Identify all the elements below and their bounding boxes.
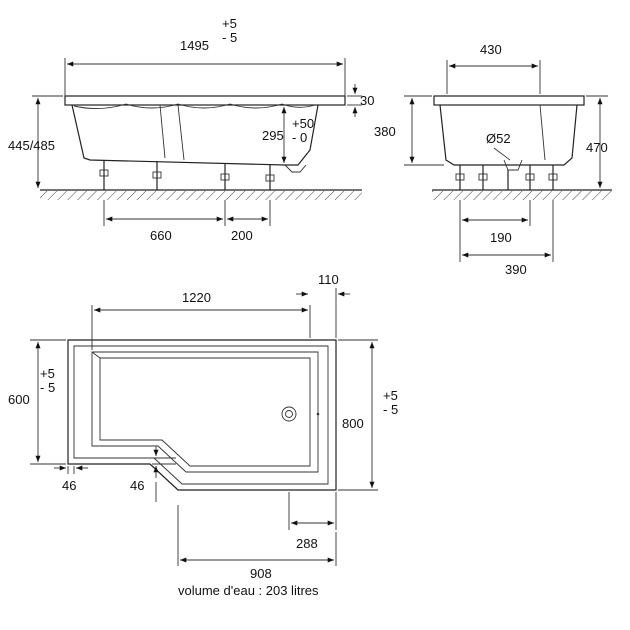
top-length-label: 1220 — [182, 290, 211, 305]
bottom-rim-label: 46 — [130, 478, 144, 493]
depth-tol-minus: - 0 — [292, 130, 307, 145]
right-tol-plus: +5 — [383, 388, 398, 403]
dim-inner-depth: 380 — [374, 95, 444, 166]
dim-depth: 295 +50 - 0 — [262, 107, 314, 163]
rim-label: 30 — [360, 93, 374, 108]
dim-end-feet: 190 390 — [459, 200, 554, 277]
feet-spacing-2-label: 200 — [231, 228, 253, 243]
volume-label: volume d'eau : 203 litres — [178, 583, 319, 598]
side-view: 1495 +5 - 5 30 445/485 295 +50 - 0 — [8, 16, 374, 243]
dim-offset: 110 — [296, 272, 350, 338]
length-tol-plus: +5 — [222, 16, 237, 31]
dim-left-rim: 46 — [54, 465, 88, 493]
dim-top-length: 1220 — [91, 290, 311, 350]
dim-feet-spacing: 660 200 — [103, 200, 271, 243]
side-tub-body — [64, 95, 346, 173]
dim-end-width: 430 — [446, 42, 541, 94]
inner-depth-label: 380 — [374, 124, 396, 139]
left-width-label: 600 — [8, 392, 30, 407]
dim-bottom-rim: 46 — [130, 446, 176, 502]
left-tol-minus: - 5 — [40, 380, 55, 395]
dim-height: 445/485 — [8, 95, 63, 188]
feet-spacing-1-label: 660 — [150, 228, 172, 243]
length-label: 1495 — [180, 38, 209, 53]
dim-bottom-length: 908 — [177, 505, 337, 581]
depth-label: 295 — [262, 128, 284, 143]
plan-tub-outline — [67, 339, 337, 491]
dim-right-width: 800 +5 - 5 — [338, 339, 398, 491]
drain-offset-label: 288 — [296, 536, 318, 551]
end-feet — [455, 165, 558, 190]
side-feet — [99, 160, 275, 190]
drain-diameter-label: Ø52 — [486, 131, 511, 146]
floor-left — [40, 189, 362, 200]
outer-height-label: 470 — [586, 140, 608, 155]
end-width-label: 430 — [480, 42, 502, 57]
height-label: 445/485 — [8, 138, 55, 153]
bottom-length-label: 908 — [250, 566, 272, 581]
end-tub-body — [433, 95, 585, 171]
dim-outer-height: 470 — [586, 95, 608, 188]
right-tol-minus: - 5 — [383, 402, 398, 417]
dim-left-width: 600 +5 - 5 — [8, 339, 66, 465]
dim-length: 1495 +5 - 5 — [64, 16, 346, 96]
left-tol-plus: +5 — [40, 366, 55, 381]
floor-right — [432, 189, 612, 200]
dim-drain-offset: 288 — [288, 492, 337, 551]
plan-view: 1220 110 600 +5 - 5 800 +5 - 5 — [8, 272, 398, 598]
feet-inner-label: 190 — [490, 230, 512, 245]
feet-outer-label: 390 — [505, 262, 527, 277]
depth-tol-plus: +50 — [292, 116, 314, 131]
dim-rim: 30 — [347, 84, 374, 117]
length-tol-minus: - 5 — [222, 30, 237, 45]
left-rim-label: 46 — [62, 478, 76, 493]
right-width-label: 800 — [342, 416, 364, 431]
end-view: 430 380 470 Ø52 190 390 — [374, 42, 612, 277]
offset-label: 110 — [318, 272, 339, 287]
